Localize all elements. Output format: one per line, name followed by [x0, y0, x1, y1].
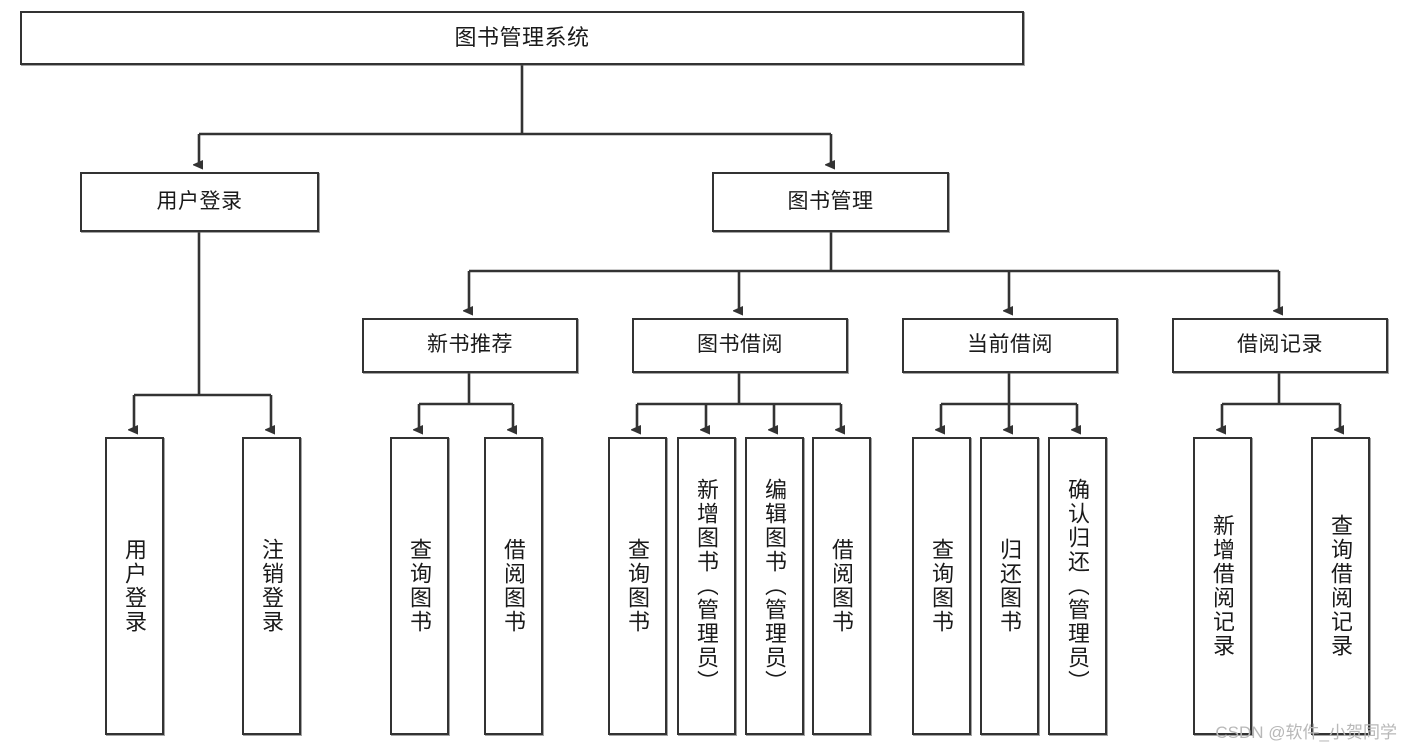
- node-root-system-label: 图书管理系统: [454, 25, 590, 51]
- node-leaf-query-book-recommend-label: 查询图书: [407, 538, 432, 634]
- node-book-borrow[interactable]: 图书借阅: [632, 318, 848, 373]
- csdn-watermark: CSDN @软件_小贺同学: [1215, 723, 1397, 742]
- node-book-manage-label: 图书管理: [787, 189, 874, 213]
- node-leaf-confirm-return-admin[interactable]: 确认归还（管理员）: [1048, 437, 1107, 735]
- node-leaf-add-borrow-record-label: 新增借阅记录: [1210, 514, 1235, 658]
- node-user-login-label: 用户登录: [156, 189, 243, 213]
- node-root-system[interactable]: 图书管理系统: [20, 11, 1024, 65]
- node-leaf-edit-book-admin-label: 编辑图书（管理员）: [762, 478, 787, 694]
- node-leaf-edit-book-admin[interactable]: 编辑图书（管理员）: [745, 437, 804, 735]
- node-leaf-return-book[interactable]: 归还图书: [980, 437, 1039, 735]
- node-borrow-record[interactable]: 借阅记录: [1172, 318, 1388, 373]
- node-leaf-logout-login[interactable]: 注销登录: [242, 437, 301, 735]
- node-leaf-logout-login-label: 注销登录: [259, 538, 284, 634]
- node-leaf-query-book-borrow[interactable]: 查询图书: [608, 437, 667, 735]
- node-leaf-query-book-recommend[interactable]: 查询图书: [390, 437, 449, 735]
- node-current-borrow-label: 当前借阅: [967, 333, 1053, 357]
- node-leaf-query-borrow-record-label: 查询借阅记录: [1328, 514, 1353, 658]
- node-leaf-borrow-book-borrow-label: 借阅图书: [829, 538, 854, 634]
- node-borrow-record-label: 借阅记录: [1237, 333, 1323, 357]
- node-new-book-recommend[interactable]: 新书推荐: [362, 318, 578, 373]
- node-leaf-user-login-label: 用户登录: [122, 538, 147, 634]
- node-leaf-borrow-book-recommend[interactable]: 借阅图书: [484, 437, 543, 735]
- node-user-login[interactable]: 用户登录: [80, 172, 319, 232]
- node-new-book-recommend-label: 新书推荐: [427, 333, 513, 357]
- node-leaf-query-borrow-record[interactable]: 查询借阅记录: [1311, 437, 1370, 735]
- node-leaf-query-book-borrow-label: 查询图书: [625, 538, 650, 634]
- node-leaf-add-book-admin[interactable]: 新增图书（管理员）: [677, 437, 736, 735]
- node-book-manage[interactable]: 图书管理: [712, 172, 949, 232]
- node-leaf-add-borrow-record[interactable]: 新增借阅记录: [1193, 437, 1252, 735]
- node-leaf-borrow-book-recommend-label: 借阅图书: [501, 538, 526, 634]
- node-leaf-add-book-admin-label: 新增图书（管理员）: [694, 478, 719, 694]
- node-book-borrow-label: 图书借阅: [697, 333, 783, 357]
- node-leaf-user-login[interactable]: 用户登录: [105, 437, 164, 735]
- node-leaf-query-book-current-label: 查询图书: [929, 538, 954, 634]
- node-leaf-borrow-book-borrow[interactable]: 借阅图书: [812, 437, 871, 735]
- node-leaf-return-book-label: 归还图书: [997, 538, 1022, 634]
- node-leaf-query-book-current[interactable]: 查询图书: [912, 437, 971, 735]
- node-current-borrow[interactable]: 当前借阅: [902, 318, 1118, 373]
- node-leaf-confirm-return-admin-label: 确认归还（管理员）: [1065, 478, 1090, 694]
